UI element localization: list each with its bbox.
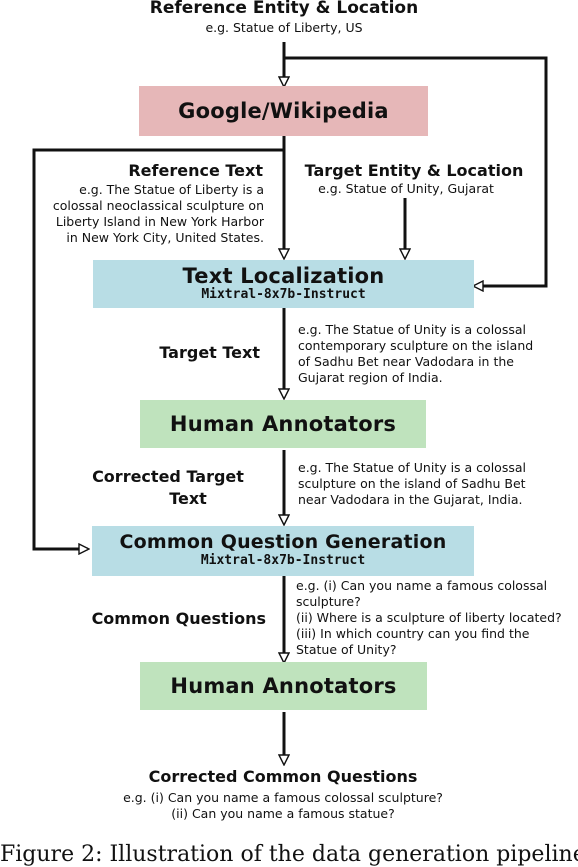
target-text-line: contemporary sculpture on the island [298, 338, 534, 353]
corrected-target-line: near Vadodara in the Gujarat, India. [298, 492, 523, 507]
common-question-generation-title: Common Question Generation [119, 531, 447, 554]
corrected-common-questions-line1: e.g. (i) Can you name a famous colossal … [123, 790, 443, 805]
common-questions-line: sculpture? [296, 594, 361, 609]
common-questions-line: Statue of Unity? [296, 642, 397, 657]
corrected-target-example: e.g. The Statue of Unity is a colossal s… [298, 460, 526, 508]
common-question-generation-box: Common Question Generation Mixtral-8x7b-… [92, 526, 474, 576]
common-questions-line: (iii) In which country can you find the [296, 626, 530, 641]
corrected-target-label-line1: Corrected Target [92, 467, 244, 486]
reference-text-line: e.g. The Statue of Liberty is a [79, 182, 264, 197]
corrected-common-questions-line2: (ii) Can you name a famous statue? [171, 806, 395, 821]
human-annotators-box-1: Human Annotators [140, 400, 426, 448]
corrected-target-label-line2: Text [169, 489, 207, 508]
corrected-target-line: sculpture on the island of Sadhu Bet [298, 476, 526, 491]
common-questions-example: e.g. (i) Can you name a famous colossal … [296, 578, 562, 658]
corrected-target-line: e.g. The Statue of Unity is a colossal [298, 460, 526, 475]
common-questions-label: Common Questions [91, 609, 266, 628]
reference-text-line: in New York City, United States. [66, 230, 264, 245]
reference-entity-example: e.g. Statue of Liberty, US [205, 20, 363, 35]
reference-text-line: colossal neoclassical sculpture on [52, 198, 264, 213]
corrected-common-questions-title: Corrected Common Questions [148, 767, 418, 786]
human-annotators-title-1: Human Annotators [169, 411, 397, 436]
arrow-reference-to-localization [284, 56, 548, 286]
reference-text-example: e.g. The Statue of Liberty is a colossal… [20, 182, 264, 246]
human-annotators-box-2: Human Annotators [140, 662, 427, 710]
target-entity-title: Target Entity & Location [304, 161, 524, 180]
target-entity-example: e.g. Statue of Unity, Gujarat [318, 181, 494, 196]
target-text-label: Target Text [159, 343, 260, 362]
common-question-generation-model: Mixtral-8x7b-Instruct [200, 553, 366, 569]
human-annotators-title-2: Human Annotators [170, 673, 397, 698]
reference-text-title: Reference Text [128, 161, 263, 180]
common-questions-line: (ii) Where is a sculpture of liberty loc… [296, 610, 562, 625]
common-questions-line: e.g. (i) Can you name a famous colossal [296, 578, 548, 593]
google-wikipedia-title: Google/Wikipedia [178, 98, 389, 123]
target-text-example: e.g. The Statue of Unity is a colossal c… [298, 322, 533, 386]
target-text-line: of Sadhu Bet near Vadodara in the [298, 354, 514, 369]
text-localization-model: Mixtral-8x7b-Instruct [201, 287, 366, 303]
google-wikipedia-box: Google/Wikipedia [139, 86, 428, 136]
arrow-reference-text-to-question-generation [32, 148, 284, 549]
figure-caption: Figure 2: Illustration of the data gener… [0, 842, 578, 867]
text-localization-title: Text Localization [182, 264, 385, 289]
reference-entity-title: Reference Entity & Location [149, 0, 419, 18]
target-text-line: Gujarat region of India. [298, 370, 443, 385]
reference-text-line: Liberty Island in New York Harbor [55, 214, 264, 229]
text-localization-box: Text Localization Mixtral-8x7b-Instruct [93, 260, 474, 308]
target-text-line: e.g. The Statue of Unity is a colossal [298, 322, 526, 337]
